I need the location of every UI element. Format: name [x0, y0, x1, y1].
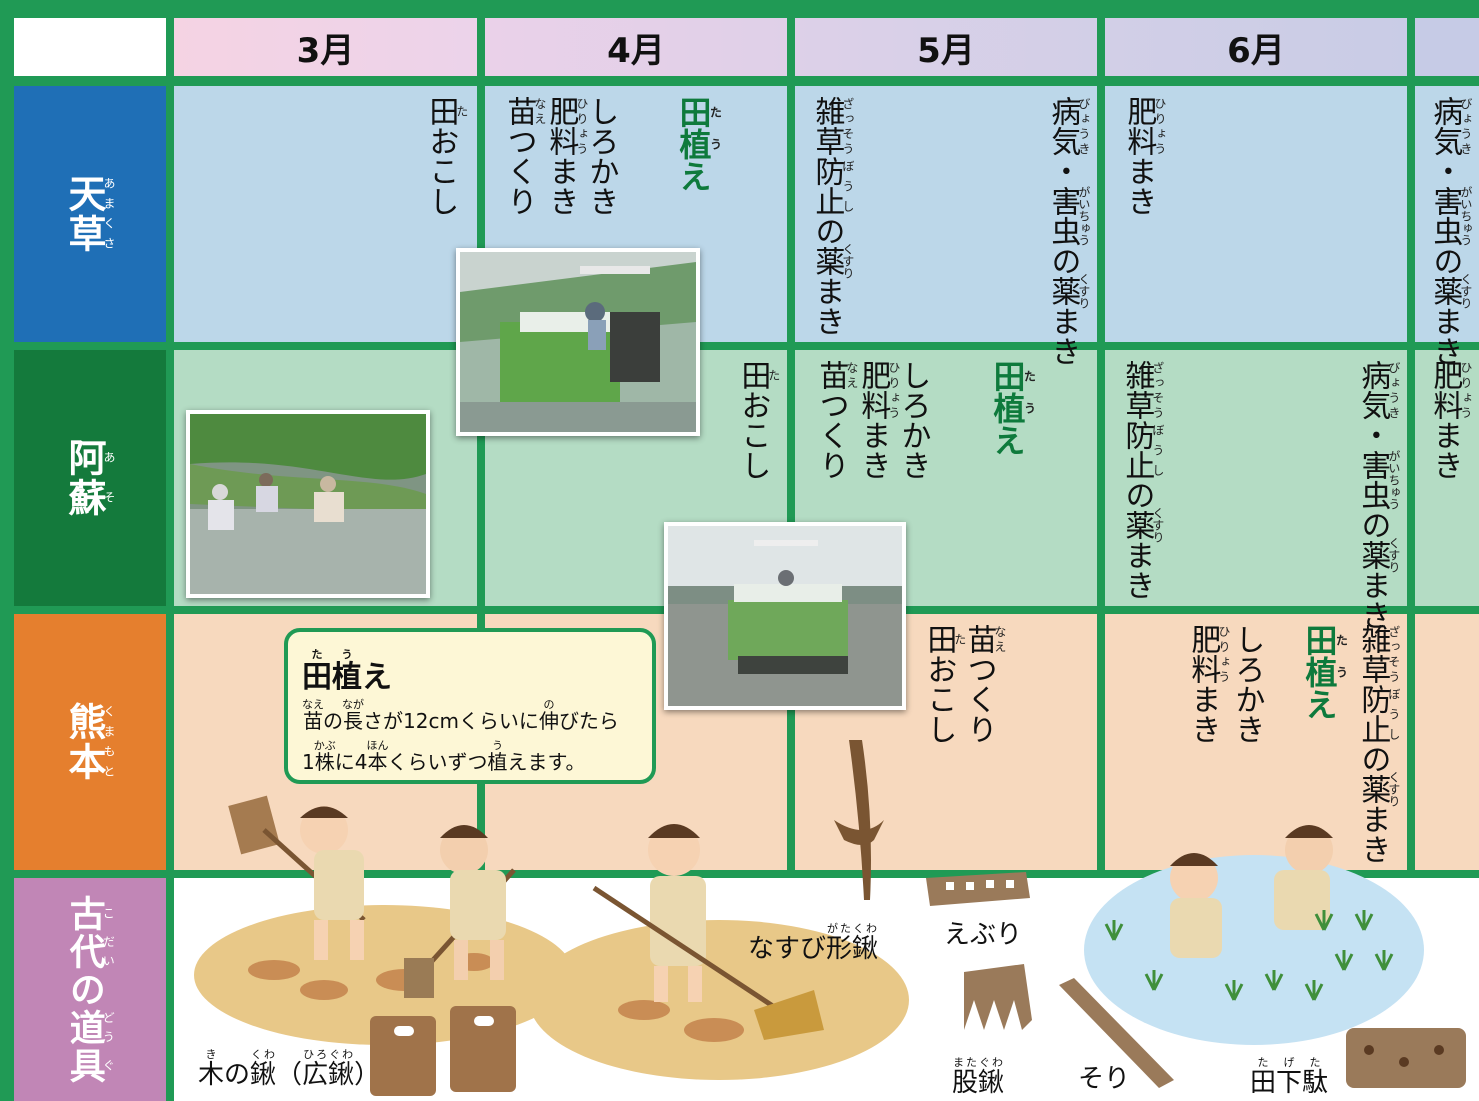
- region-label-kumamoto: 熊くま本もと: [14, 614, 166, 870]
- photo-hand-planting: [186, 410, 430, 598]
- month-header-mar: 3月: [174, 18, 477, 76]
- amakusa-may: [795, 86, 1097, 342]
- aso-shirokaki: しろかき: [895, 360, 931, 480]
- kumamoto-hiryoumaki: 肥料ひりょうまき: [1185, 624, 1231, 744]
- photo-rice-transplanter-2: [664, 522, 906, 710]
- amakusa-hiryoumaki-jun: 肥料ひりょうまき: [1121, 96, 1167, 216]
- aso-byouki: 病気びょうき・害虫がいちゅうの薬くすりまき: [1355, 360, 1401, 630]
- wooden-hoe-1: [370, 1016, 436, 1096]
- label-tageta: 田下駄たげた: [1250, 1056, 1329, 1098]
- hand-planting-photo: [190, 414, 426, 594]
- callout-line-1: 苗なえの長ながさが12cmくらいに伸のびたら: [302, 698, 619, 733]
- farmer-figure-4: [1170, 853, 1222, 958]
- amakusa-taue: 田た植うえ: [674, 96, 723, 192]
- amakusa-mar: [174, 86, 477, 342]
- rice-transplanter-photo-1: [460, 252, 696, 432]
- aso-taue: 田た植うえ: [988, 360, 1037, 456]
- amakusa-jun: [1105, 86, 1407, 342]
- kumamoto-jun: [1105, 614, 1407, 870]
- sori-tool: [1059, 978, 1174, 1088]
- corner-cell: [14, 18, 166, 76]
- eburi-tool: [926, 872, 1030, 906]
- aso-jun: [1105, 350, 1407, 606]
- region-label-amakusa: 天あま草くさ: [14, 86, 166, 342]
- label-nasubi: なすび形鍬がたくわ: [748, 922, 879, 964]
- kumamoto-taokoshi: 田たおこし: [921, 624, 967, 744]
- amakusa-naetsukuri: 苗なえつくり: [501, 96, 547, 216]
- kumamoto-naetsukuri: 苗なえつくり: [961, 624, 1007, 744]
- month-header-may: 5月: [795, 18, 1097, 76]
- aso-zassou: 雑草ざっそう防止ぼうしの薬くすりまき: [1119, 360, 1165, 600]
- aso-hiryoumaki-jul: 肥料ひりょうまき: [1427, 360, 1473, 480]
- kumamoto-shirokaki: しろかき: [1229, 624, 1265, 744]
- amakusa-byouki-jul: 病気びょうき・害虫がいちゅうの薬くすりまき: [1427, 96, 1473, 366]
- kumamoto-jul: [1415, 614, 1479, 870]
- amakusa-jul: [1415, 86, 1479, 342]
- amakusa-hiryoumaki: 肥料ひりょうまき: [543, 96, 589, 216]
- amakusa-byouki-may: 病気びょうき・害虫がいちゅうの薬くすりまき: [1045, 96, 1091, 366]
- matagwa-tool: [964, 964, 1032, 1030]
- farmer-figure-3: [592, 824, 824, 1040]
- callout-title: 田た植うえ: [302, 648, 392, 695]
- taue-callout: 田た植うえ 苗なえの長ながさが12cmくらいに伸のびたら 1株かぶに4本ほんくら…: [284, 628, 656, 784]
- label-eburi: えぶり: [944, 920, 1023, 950]
- rice-transplanter-photo-2: [668, 526, 902, 706]
- aso-hiryoumaki: 肥料ひりょうまき: [855, 360, 901, 480]
- photo-rice-transplanter-1: [456, 248, 700, 436]
- region-label-aso: 阿あ蘇そ: [14, 350, 166, 606]
- farmer-figure-2: [404, 825, 516, 998]
- ancient-tools-illustration: [194, 740, 1466, 1096]
- kumamoto-zassou: 雑草ざっそう防止ぼうしの薬くすりまき: [1355, 624, 1401, 864]
- kumamoto-taue: 田た植うえ: [1300, 624, 1349, 720]
- aso-jul: [1415, 350, 1479, 606]
- water-paddy: [1084, 855, 1424, 1045]
- label-sori: そり: [1078, 1064, 1131, 1094]
- month-header-jun: 6月: [1105, 18, 1407, 76]
- month-header-apr: 4月: [485, 18, 787, 76]
- wooden-hoe-2: [450, 1006, 516, 1092]
- farmer-figure-1: [228, 795, 366, 960]
- standing-fork-tool: [849, 740, 871, 900]
- label-matagwa: 股鍬またぐわ: [952, 1056, 1005, 1098]
- label-kuwa: 木きの鍬くわ（広鍬ひろぐわ）: [198, 1048, 381, 1090]
- month-header-jul-partial: [1415, 18, 1479, 76]
- callout-line-2: 1株かぶに4本ほんくらいずつ植うえます。: [302, 739, 586, 774]
- amakusa-zassou: 雑草ざっそう防止ぼうしの薬くすりまき: [809, 96, 855, 336]
- aso-taokoshi: 田たおこし: [735, 360, 781, 480]
- region-label-kodai: 古こ代だいの道どう具ぐ: [14, 878, 166, 1101]
- amakusa-taokoshi: 田たおこし: [423, 96, 469, 216]
- amakusa-shirokaki: しろかき: [583, 96, 619, 216]
- soil-ellipse-2: [529, 920, 909, 1080]
- aso-naetsukuri: 苗なえつくり: [813, 360, 859, 480]
